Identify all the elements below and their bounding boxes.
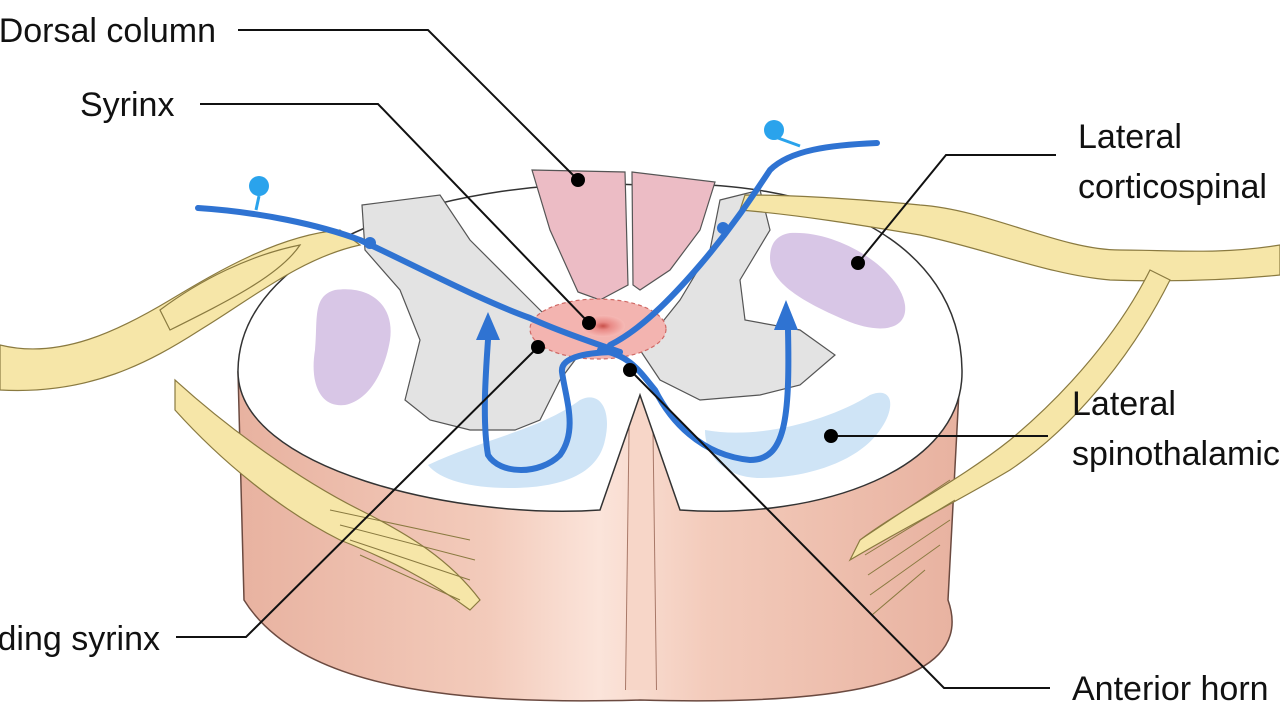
label-expanding-syrinx: Expanding syrinx: [0, 620, 160, 658]
label-dorsal-column: Dorsal column: [0, 12, 216, 50]
dorsal-column-right: [631, 171, 716, 291]
lateral-corticospinal-tract-left: [313, 289, 391, 406]
leader-syrinx: [200, 103, 590, 324]
leader-lines: [176, 29, 1056, 689]
lateral-corticospinal-tract-right: [770, 232, 906, 329]
leader-dots: [531, 173, 865, 443]
pathway-arrowheads: [476, 300, 798, 340]
grey-matter-left: [361, 194, 576, 431]
receptor-endings: [249, 120, 801, 249]
sensory-pathways: [195, 140, 880, 473]
leader-expanding-syrinx: [176, 346, 539, 638]
leader-anterior-horn: [629, 369, 1050, 689]
leader-dorsal-column: [238, 29, 579, 181]
nerve-root-left: [0, 229, 481, 611]
leader-lateral-corticospinal: [857, 154, 1056, 264]
label-lateral-corticospinal-2: corticospinal: [1078, 168, 1267, 206]
label-anterior-horn: Anterior horn: [1072, 670, 1269, 708]
label-lateral-spinothalamic-2: spinothalamic: [1072, 435, 1280, 473]
label-lateral-spinothalamic-1: Lateral: [1072, 385, 1176, 423]
label-lateral-corticospinal-1: Lateral: [1078, 118, 1182, 156]
anterior-fissure-shade: [626, 395, 656, 690]
lateral-spinothalamic-tract-left: [428, 397, 608, 488]
lateral-spinothalamic-tract-right: [705, 392, 891, 478]
label-syrinx: Syrinx: [80, 86, 174, 124]
